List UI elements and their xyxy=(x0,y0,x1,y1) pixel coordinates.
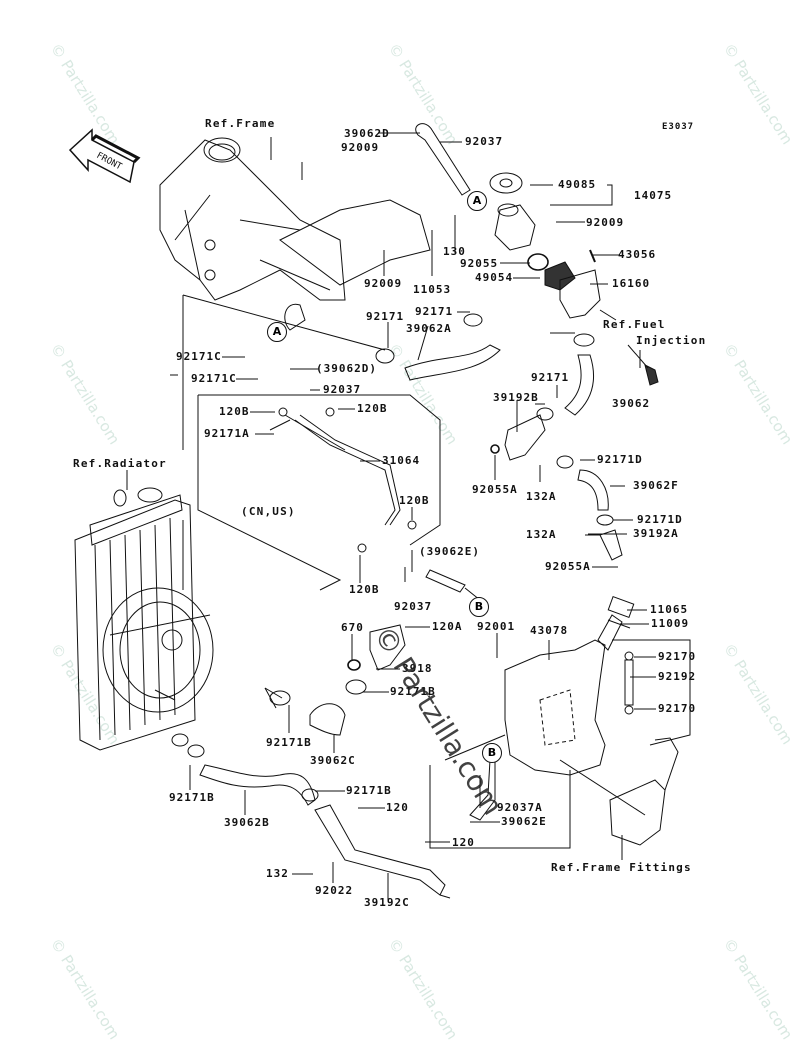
part-label[interactable]: 132 xyxy=(266,867,289,880)
reservoir-tank-drawing xyxy=(504,596,635,776)
part-label[interactable]: 14075 xyxy=(634,189,673,202)
connector-a-marker: A xyxy=(467,191,487,211)
part-label[interactable]: 49085 xyxy=(558,178,597,191)
part-label[interactable]: 49054 xyxy=(475,271,514,284)
part-label[interactable]: 3918 xyxy=(402,662,433,675)
part-label[interactable]: 670 xyxy=(341,621,364,634)
ref-radiator-label: Ref.Radiator xyxy=(73,457,167,470)
part-label[interactable]: 39062F xyxy=(633,479,679,492)
part-label[interactable]: 39192B xyxy=(493,391,539,404)
part-label[interactable]: 16160 xyxy=(612,277,651,290)
connector-b-marker: B xyxy=(482,743,502,763)
part-label[interactable]: 92055 xyxy=(460,257,499,270)
part-label[interactable]: 43056 xyxy=(618,248,657,261)
part-label[interactable]: 92171 xyxy=(531,371,570,384)
part-label[interactable]: 92171B xyxy=(346,784,392,797)
connector-b-marker: B xyxy=(469,597,489,617)
part-label[interactable]: 120B xyxy=(349,583,380,596)
part-label[interactable]: 132A xyxy=(526,528,557,541)
part-label[interactable]: 11009 xyxy=(651,617,690,630)
part-label[interactable]: 92001 xyxy=(477,620,516,633)
part-label[interactable]: 39062B xyxy=(224,816,270,829)
part-label[interactable]: 11053 xyxy=(413,283,452,296)
part-label[interactable]: 92171A xyxy=(204,427,250,440)
part-label[interactable]: 92171D xyxy=(637,513,683,526)
part-label[interactable]: 92170 xyxy=(658,702,697,715)
part-label[interactable]: 92037 xyxy=(394,600,433,613)
part-label[interactable]: 39192A xyxy=(633,527,679,540)
part-label[interactable]: 92022 xyxy=(315,884,354,897)
ref-frame-label: Ref.Frame xyxy=(205,117,276,130)
ref-fuel-injection-label: Ref.Fuel xyxy=(603,318,666,331)
part-label[interactable]: 92171C xyxy=(176,350,222,363)
part-label[interactable]: 120 xyxy=(452,836,475,849)
part-label[interactable]: 120 xyxy=(386,801,409,814)
part-label[interactable]: 39062C xyxy=(310,754,356,767)
part-label[interactable]: (39062E) xyxy=(419,545,480,558)
region-note: (CN,US) xyxy=(241,505,296,518)
ref-frame-fittings-label: Ref.Frame Fittings xyxy=(551,861,692,874)
front-arrow-icon: FRONT xyxy=(68,128,141,184)
part-label[interactable]: 92171B xyxy=(169,791,215,804)
part-label[interactable]: 92009 xyxy=(341,141,380,154)
part-label[interactable]: 120A xyxy=(432,620,463,633)
part-label[interactable]: 120B xyxy=(357,402,388,415)
part-label[interactable]: 132A xyxy=(526,490,557,503)
radiator-drawing xyxy=(74,487,214,751)
part-label[interactable]: 120B xyxy=(219,405,250,418)
part-label[interactable]: 39062 xyxy=(612,397,651,410)
part-label[interactable]: (39062D) xyxy=(316,362,377,375)
part-label[interactable]: 39192C xyxy=(364,896,410,909)
ref-fuel-injection-label-2: Injection xyxy=(636,334,707,347)
part-label[interactable]: 31064 xyxy=(382,454,421,467)
part-label[interactable]: 92037 xyxy=(465,135,504,148)
part-label[interactable]: 92009 xyxy=(586,216,625,229)
part-label[interactable]: 92171B xyxy=(266,736,312,749)
part-label[interactable]: 39062A xyxy=(406,322,452,335)
part-label[interactable]: 92037A xyxy=(497,801,543,814)
bracket-outline xyxy=(197,395,342,591)
frame-drawing xyxy=(159,137,431,331)
part-label[interactable]: 92171B xyxy=(390,685,436,698)
thermostat-housing xyxy=(489,172,601,319)
part-label[interactable]: 92055A xyxy=(472,483,518,496)
part-label[interactable]: 92171 xyxy=(366,310,405,323)
connector-a-marker: A xyxy=(267,322,287,342)
part-label[interactable]: 92009 xyxy=(364,277,403,290)
part-label[interactable]: 39062E xyxy=(501,815,547,828)
part-label[interactable]: 92037 xyxy=(323,383,362,396)
part-label[interactable]: 92171D xyxy=(597,453,643,466)
part-label[interactable]: 92055A xyxy=(545,560,591,573)
part-label[interactable]: 11065 xyxy=(650,603,689,616)
leader-lines xyxy=(126,132,656,900)
part-label[interactable]: 92171C xyxy=(191,372,237,385)
diagram-code: E3037 xyxy=(662,122,695,132)
part-label[interactable]: 92192 xyxy=(658,670,697,683)
part-label[interactable]: 120B xyxy=(399,494,430,507)
part-label[interactable]: 92170 xyxy=(658,650,697,663)
part-label[interactable]: 43078 xyxy=(530,624,569,637)
part-label[interactable]: 92171 xyxy=(415,305,454,318)
part-label[interactable]: 39062D xyxy=(344,127,390,140)
part-label[interactable]: 130 xyxy=(443,245,466,258)
